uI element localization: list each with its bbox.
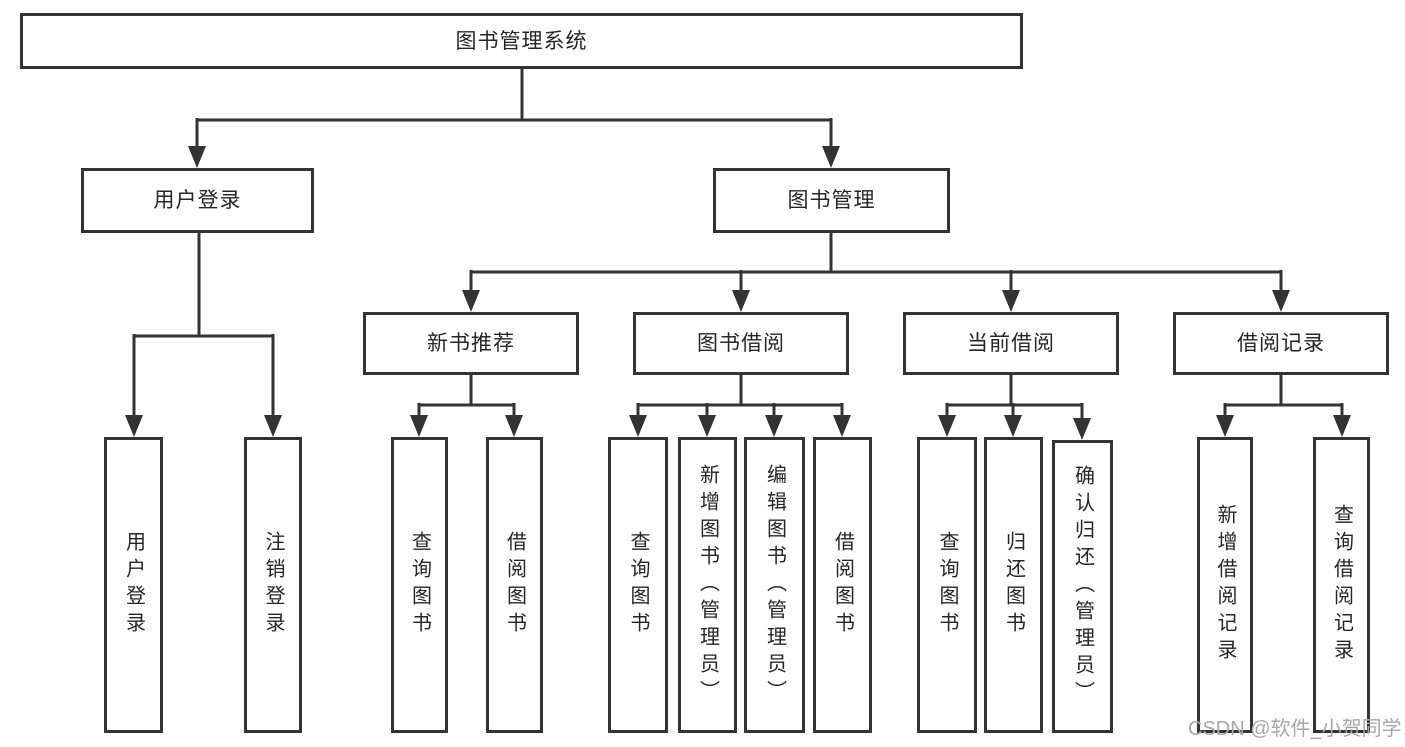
arrow-down-icon [462,290,480,312]
leaf-box-user-login: 用户登录 [104,437,163,733]
arrow-down-icon [629,415,647,437]
leaf-box-label: 归还图书 [1002,531,1025,639]
root-box-library-management-system: 图书管理系统 [20,13,1023,69]
arrow-down-icon [1216,415,1234,437]
connector-borrow-records-children [1216,375,1351,437]
leaf-box-query-books-borrow: 查询图书 [608,437,668,733]
arrow-down-icon [505,415,523,437]
csdn-watermark: CSDN @软件_小贺同学 [1188,718,1402,740]
leaf-box-label: 注销登录 [262,531,284,639]
leaf-box-label: 查询图书 [627,531,649,639]
connector-current-borrow-children [938,375,1091,440]
level3-box-current-borrow: 当前借阅 [903,312,1119,375]
level3-box-borrow-records: 借阅记录 [1173,312,1389,375]
leaf-box-borrow-books-recommend: 借阅图书 [486,437,543,733]
level3-box-label: 图书借阅 [697,332,785,355]
level2-box-label: 用户登录 [153,189,242,212]
level3-box-book-borrow: 图书借阅 [633,312,849,375]
arrow-down-icon [938,415,956,437]
arrow-down-icon [822,146,840,168]
connector-user-login-children [125,233,282,437]
leaf-box-label: 借阅图书 [503,531,526,639]
connector-book-borrow-children [629,375,851,437]
connector-book-management-children [462,233,1290,312]
arrow-down-icon [1073,418,1091,440]
leaf-box-query-books-current: 查询图书 [917,437,977,733]
level3-box-new-book-recommend: 新书推荐 [363,312,579,375]
arrow-down-icon [833,415,851,437]
arrow-down-icon [698,415,716,437]
leaf-box-label: 查询图书 [936,531,958,639]
leaf-box-borrow-books: 借阅图书 [813,437,872,733]
leaf-box-add-borrow-record: 新增借阅记录 [1197,437,1253,733]
leaf-box-add-book-admin: 新增图书（管理员） [678,437,737,733]
connector-root-to-level2 [188,69,840,168]
level2-box-label: 图书管理 [787,189,876,212]
level2-box-book-management: 图书管理 [713,168,950,233]
leaf-box-label: 借阅图书 [831,531,854,639]
leaf-box-edit-book-admin: 编辑图书（管理员） [744,437,805,733]
arrow-down-icon [1333,415,1351,437]
arrow-down-icon [732,290,750,312]
arrow-down-icon [264,415,282,437]
leaf-box-label: 用户登录 [122,531,145,639]
connector-new-book-recommend-children [410,375,523,437]
leaf-box-label: 新增借阅记录 [1214,504,1236,666]
leaf-box-logout: 注销登录 [244,437,302,733]
arrow-down-icon [1002,290,1020,312]
arrow-down-icon [1272,290,1290,312]
arrow-down-icon [410,415,428,437]
leaf-box-query-borrow-record: 查询借阅记录 [1313,437,1370,733]
arrow-down-icon [1004,415,1022,437]
level3-box-label: 新书推荐 [427,332,515,355]
level3-box-label: 借阅记录 [1237,332,1325,355]
level2-box-user-login: 用户登录 [81,168,314,233]
leaf-box-label: 新增图书（管理员） [696,463,719,707]
leaf-box-confirm-return-admin: 确认归还（管理员） [1052,440,1113,733]
leaf-box-label: 查询借阅记录 [1330,504,1353,666]
leaf-box-query-books-recommend: 查询图书 [391,437,448,733]
leaf-box-label: 确认归还（管理员） [1071,465,1094,708]
leaf-box-label: 编辑图书（管理员） [763,463,786,707]
arrow-down-icon [188,146,206,168]
leaf-box-return-books: 归还图书 [984,437,1043,733]
leaf-box-label: 查询图书 [408,531,431,639]
arrow-down-icon [765,415,783,437]
arrow-down-icon [125,415,143,437]
root-box-label: 图书管理系统 [455,29,588,53]
level3-box-label: 当前借阅 [967,332,1055,355]
